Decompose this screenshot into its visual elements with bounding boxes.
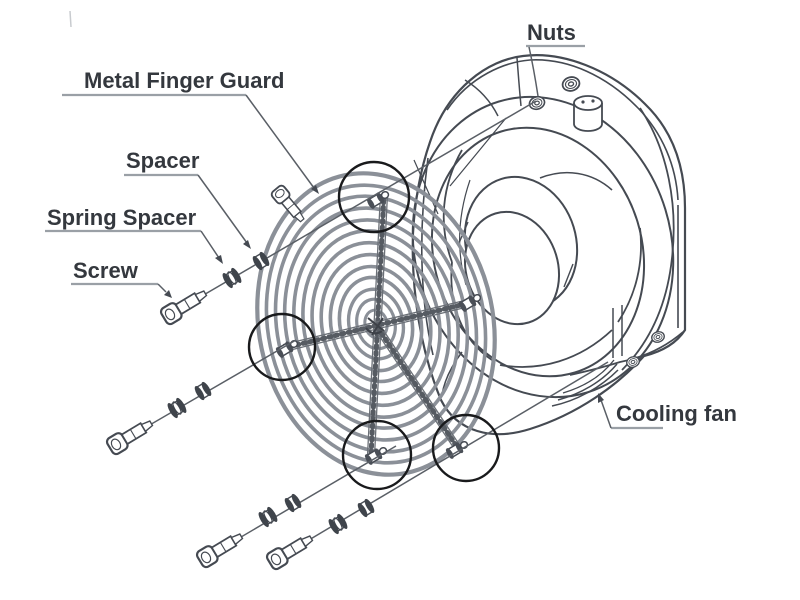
spacer-leader-line bbox=[197, 174, 248, 244]
metal-finger-guard-drawing bbox=[255, 171, 497, 477]
spacer-part bbox=[355, 496, 377, 520]
spring-spacer-part bbox=[220, 265, 244, 291]
cooling-fan-drawing bbox=[411, 54, 687, 436]
spring-spacer-label-text: Spring Spacer bbox=[47, 205, 197, 230]
screw-part bbox=[264, 529, 317, 572]
fan-rear-strut bbox=[449, 117, 507, 187]
fan-bottom-frame bbox=[551, 305, 623, 407]
cooling-fan-leader-line bbox=[600, 399, 612, 429]
metal-finger-guard-label: Metal Finger Guard bbox=[62, 68, 319, 194]
fan-hub-edge bbox=[563, 263, 574, 288]
spring-spacer-leader-line bbox=[200, 230, 220, 259]
screw-assembly-left bbox=[104, 339, 297, 457]
fan-back-bottom-edge bbox=[569, 331, 684, 376]
cooling-fan-label-text: Cooling fan bbox=[616, 401, 737, 426]
callout-circle-bottom-right bbox=[431, 413, 501, 483]
spacer-label-text: Spacer bbox=[126, 148, 200, 173]
metal-finger-guard-label-text: Metal Finger Guard bbox=[84, 68, 284, 93]
nuts-leader-line bbox=[528, 46, 539, 97]
cooling-fan-arrowhead bbox=[598, 393, 604, 403]
cooling-fan-label: Cooling fan bbox=[598, 393, 737, 430]
spacer-arrowhead bbox=[243, 240, 251, 249]
fan-front-side-separation bbox=[621, 107, 675, 371]
screw-part bbox=[104, 414, 157, 457]
fan-strut bbox=[464, 79, 499, 117]
nuts-label: Nuts bbox=[526, 20, 585, 97]
nuts-label-text: Nuts bbox=[527, 20, 576, 45]
screw-leader-line bbox=[157, 283, 167, 293]
spacer-label: Spacer bbox=[124, 148, 251, 249]
spring-spacer-part bbox=[165, 395, 189, 421]
spring-spacer-arrowhead bbox=[215, 255, 223, 264]
fan-frame-top-inner-edge bbox=[446, 59, 679, 201]
nuts-hardware bbox=[527, 74, 667, 370]
screw-assembly-bottom-right bbox=[264, 361, 609, 572]
spring-spacer-label: Spring Spacer bbox=[45, 205, 223, 264]
screw-part bbox=[194, 527, 247, 570]
guard-center-detail bbox=[365, 317, 385, 336]
screw-assembly-bottom bbox=[194, 445, 397, 570]
fan-strut bbox=[516, 57, 522, 107]
corner-tick-mark bbox=[69, 10, 72, 28]
metal-finger-guard-arrowhead bbox=[311, 185, 319, 194]
screw-assemblies bbox=[104, 100, 609, 572]
screw-part bbox=[158, 284, 211, 327]
spring-spacer-part bbox=[326, 511, 350, 537]
metal-finger-guard-leader-line bbox=[245, 94, 315, 189]
threaded-post bbox=[573, 95, 603, 132]
seated-screw bbox=[269, 183, 310, 227]
screw-label-text: Screw bbox=[73, 258, 139, 283]
labels: Nuts Metal Finger Guard Spacer Spring Sp… bbox=[45, 20, 737, 430]
callout-circle-bottom bbox=[341, 419, 413, 491]
callout-circle-left bbox=[247, 312, 317, 382]
screw-arrowhead bbox=[164, 290, 172, 298]
callout-circle-top bbox=[337, 160, 411, 234]
screw-assembly-top bbox=[158, 100, 537, 327]
spacer-part bbox=[250, 249, 272, 273]
screw-label: Screw bbox=[71, 258, 172, 298]
